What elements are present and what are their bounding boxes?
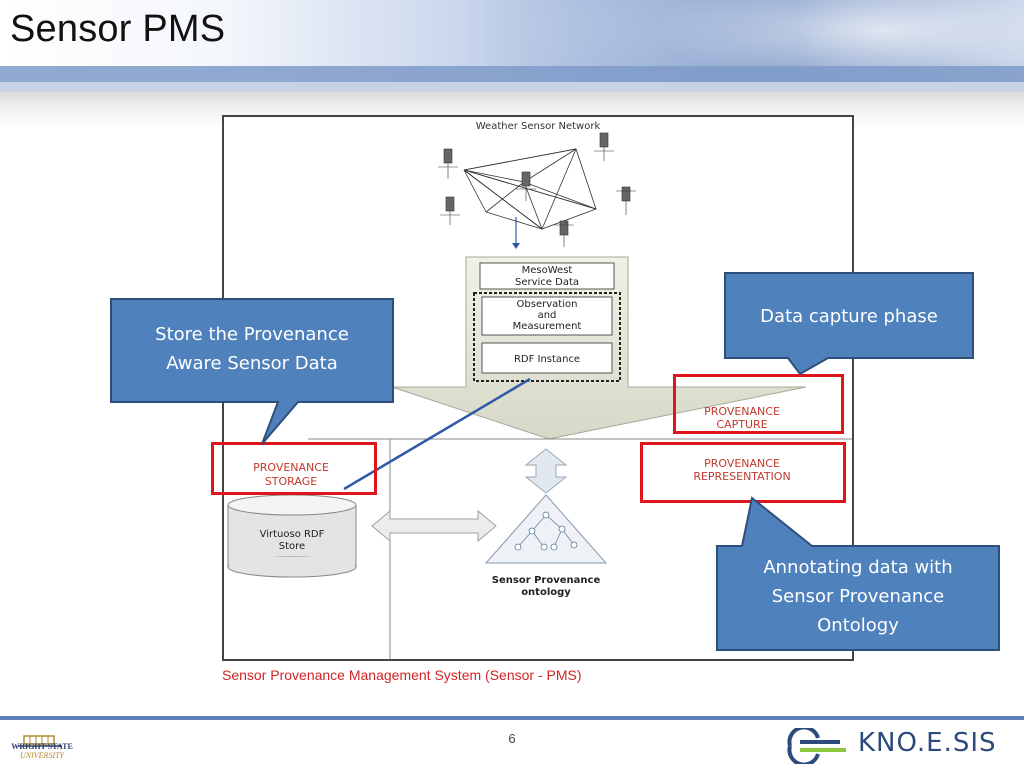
callout-annotating: Annotating data with Sensor Provenance O… xyxy=(716,496,1000,651)
flow-arrowhead xyxy=(512,243,520,249)
highlight-provenance-representation xyxy=(640,442,846,503)
provenance-capture-text-2: CAPTURE xyxy=(716,418,767,431)
callout-store-line-1: Store the Provenance xyxy=(155,324,349,345)
sensor-network xyxy=(463,148,597,230)
ontology-text-1: Sensor Provenance xyxy=(492,575,601,586)
rdf-instance-box xyxy=(481,342,613,374)
virtuoso-text-2: Store xyxy=(279,541,305,552)
virtuoso-database-icon xyxy=(227,494,357,578)
university-sub: UNIVERSITY xyxy=(20,751,64,760)
observation-text-3: Measurement xyxy=(513,321,582,332)
highlight-provenance-capture xyxy=(673,374,844,434)
highlight-provenance-storage xyxy=(211,442,377,495)
provenance-representation-text-2: REPRESENTATION xyxy=(693,470,790,483)
mesowest-text-1: MesoWest xyxy=(522,265,573,276)
rdf-instance-text: RDF Instance xyxy=(514,354,580,365)
wright-state-wordmark: WRIGHT STATE UNIVERSITY xyxy=(2,742,82,760)
page-number: 6 xyxy=(508,731,516,746)
sensor-station-icon xyxy=(438,132,636,247)
virtuoso-text-1: Virtuoso RDF xyxy=(260,529,325,540)
callout-store-provenance: Store the Provenance Aware Sensor Data xyxy=(110,298,394,446)
bidirectional-arrow-horizontal xyxy=(371,509,497,543)
figure-caption: Sensor Provenance Management System (Sen… xyxy=(222,667,582,683)
callout-store-shape xyxy=(110,298,394,445)
observation-text-1: Observation xyxy=(517,299,578,310)
dotted-group xyxy=(473,292,621,382)
ontology-text-2: ontology xyxy=(521,587,571,598)
callout-capture-shape xyxy=(724,272,974,376)
callout-annotate-line-2: Sensor Provenance xyxy=(771,586,945,607)
slide-title: Sensor PMS xyxy=(10,8,226,50)
callout-store-line-2: Aware Sensor Data xyxy=(166,353,338,374)
header-banner: Sensor PMS xyxy=(0,0,1024,92)
mesowest-box xyxy=(479,262,615,290)
provenance-representation-text-1: PROVENANCE xyxy=(704,457,780,470)
callout-data-capture: Data capture phase xyxy=(724,272,974,376)
bidirectional-arrow-vertical xyxy=(524,448,568,494)
banner-stripe-light xyxy=(0,82,1024,92)
architecture-diagram: Weather Sensor Network xyxy=(227,121,852,659)
provenance-capture-text-1: PROVENANCE xyxy=(704,405,780,418)
callout-annotate-line-1: Annotating data with xyxy=(763,557,953,578)
callout-capture-line-1: Data capture phase xyxy=(760,306,938,327)
mesowest-text-2: Service Data xyxy=(515,277,579,288)
provenance-storage-text-2: STORAGE xyxy=(265,475,317,488)
callout-annotate-line-3: Ontology xyxy=(817,615,899,636)
wright-state-logo xyxy=(18,735,62,747)
footer-rule xyxy=(0,716,1024,720)
provenance-storage-text-1: PROVENANCE xyxy=(253,461,329,474)
observation-box xyxy=(481,296,613,336)
knoesis-wordmark: KNO.E.SIS xyxy=(858,728,997,758)
knoesis-logo xyxy=(787,728,846,764)
network-title: Weather Sensor Network xyxy=(476,121,601,132)
banner-stripe xyxy=(0,66,1024,82)
ontology-triangle-icon xyxy=(484,494,608,564)
callout-annotate-shape xyxy=(716,496,1000,651)
observation-text-2: and xyxy=(538,310,557,321)
university-name: WRIGHT STATE xyxy=(11,742,73,751)
